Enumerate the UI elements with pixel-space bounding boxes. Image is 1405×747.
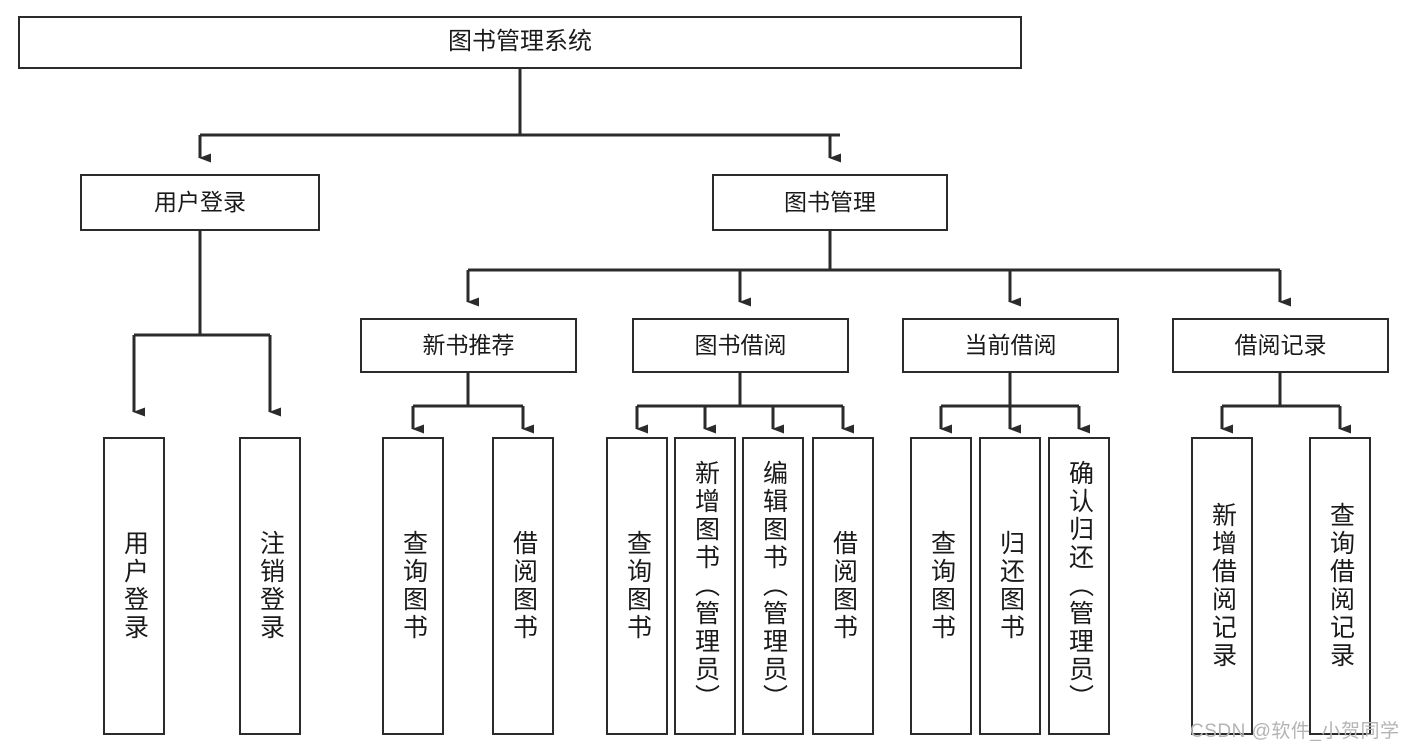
node-label: 归还图书 xyxy=(996,530,1025,642)
leaf-query-record[interactable]: 查询借阅记录 xyxy=(1309,437,1371,735)
node-label: 用户登录 xyxy=(154,188,246,215)
leaf-query-book-1[interactable]: 查询图书 xyxy=(382,437,444,735)
node-label: 查询图书 xyxy=(927,530,956,642)
node-label: 图书借阅 xyxy=(694,331,787,358)
node-label: 新书推荐 xyxy=(422,331,515,358)
node-label: 注销登录 xyxy=(256,530,285,642)
leaf-add-record[interactable]: 新增借阅记录 xyxy=(1191,437,1253,735)
node-label: 查询借阅记录 xyxy=(1326,502,1355,670)
node-label: 借阅图书 xyxy=(829,530,858,642)
node-label: 查询图书 xyxy=(623,530,652,642)
leaf-borrow-book-2[interactable]: 借阅图书 xyxy=(812,437,874,735)
leaf-edit-book[interactable]: 编辑图书（管理员） xyxy=(742,437,804,735)
node-label: 确认归还（管理员） xyxy=(1065,460,1094,712)
node-label: 借阅图书 xyxy=(509,530,538,642)
node-label: 当前借阅 xyxy=(964,331,1057,358)
node-new-book-recommend[interactable]: 新书推荐 xyxy=(360,318,577,373)
node-book-manage[interactable]: 图书管理 xyxy=(712,174,948,231)
leaf-user-login[interactable]: 用户登录 xyxy=(103,437,165,735)
leaf-borrow-book-1[interactable]: 借阅图书 xyxy=(492,437,554,735)
node-root-system[interactable]: 图书管理系统 xyxy=(18,16,1022,69)
node-label: 借阅记录 xyxy=(1234,331,1327,358)
leaf-query-book-2[interactable]: 查询图书 xyxy=(606,437,668,735)
node-label: 图书管理 xyxy=(784,188,876,215)
leaf-confirm-return[interactable]: 确认归还（管理员） xyxy=(1048,437,1110,735)
node-label: 查询图书 xyxy=(399,530,428,642)
node-user-login[interactable]: 用户登录 xyxy=(80,174,320,231)
node-borrow-record[interactable]: 借阅记录 xyxy=(1172,318,1389,373)
csdn-watermark: CSDN @软件_小贺同学 xyxy=(1190,721,1400,742)
node-label: 新增借阅记录 xyxy=(1208,502,1237,670)
leaf-query-book-3[interactable]: 查询图书 xyxy=(910,437,972,735)
node-label: 编辑图书（管理员） xyxy=(759,460,788,712)
leaf-return-book[interactable]: 归还图书 xyxy=(979,437,1041,735)
leaf-add-book[interactable]: 新增图书（管理员） xyxy=(674,437,736,735)
node-label: 用户登录 xyxy=(120,530,149,642)
node-label: 图书管理系统 xyxy=(448,28,592,56)
node-current-borrow[interactable]: 当前借阅 xyxy=(902,318,1119,373)
node-book-borrow[interactable]: 图书借阅 xyxy=(632,318,849,373)
leaf-logout-login[interactable]: 注销登录 xyxy=(239,437,301,735)
node-label: 新增图书（管理员） xyxy=(691,460,720,712)
